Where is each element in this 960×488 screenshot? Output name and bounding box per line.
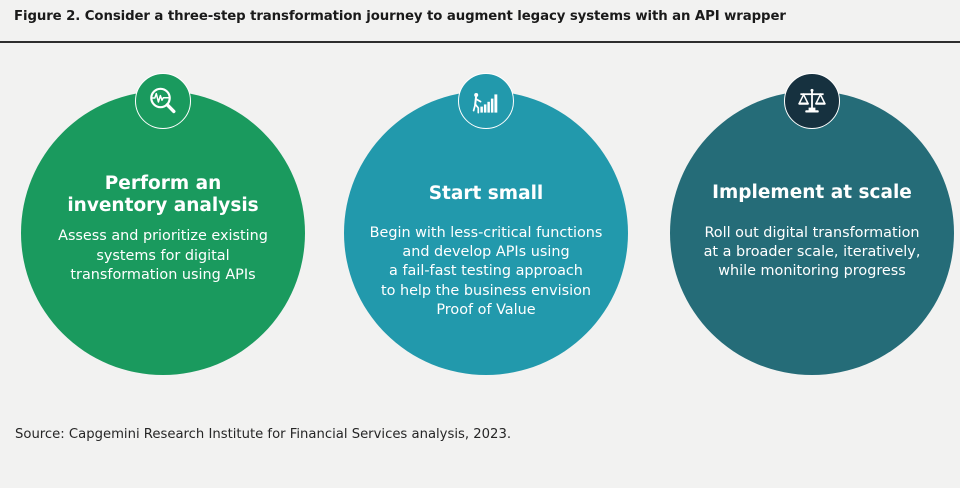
step-heading-3: Implement at scale xyxy=(712,182,912,203)
step-badge-2 xyxy=(458,73,514,129)
step-badge-3 xyxy=(784,73,840,129)
source-note: Source: Capgemini Research Institute for… xyxy=(15,427,512,442)
step-text-2: Start small Begin with less-critical fun… xyxy=(352,91,620,467)
magnifier-pulse-icon xyxy=(146,84,180,118)
step-heading-2: Start small xyxy=(428,183,544,204)
step-circle-3 xyxy=(670,91,954,375)
step-text-1: Perform an inventory analysis Assess and… xyxy=(29,91,297,457)
step-card-3: Implement at scale Roll out digital tran… xyxy=(670,73,954,375)
step-body-1: Assess and prioritize existing systems f… xyxy=(58,228,268,283)
step-circle-2 xyxy=(344,91,628,375)
step-body-2: Begin with less-critical functions and d… xyxy=(369,224,603,318)
step-body-3: Roll out digital transformation at a bro… xyxy=(703,224,921,280)
step-badge-1 xyxy=(135,73,191,129)
step-text-3: Implement at scale Roll out digital tran… xyxy=(678,91,946,466)
step-circle-1 xyxy=(21,91,305,375)
balance-scale-icon xyxy=(795,84,829,118)
person-climbing-bar-chart-icon xyxy=(469,84,503,118)
step-card-2: Start small Begin with less-critical fun… xyxy=(344,73,628,375)
page-title: Figure 2. Consider a three-step transfor… xyxy=(14,9,786,24)
title-divider xyxy=(0,41,960,43)
step-heading-1: Perform an inventory analysis xyxy=(67,173,259,216)
step-card-1: Perform an inventory analysis Assess and… xyxy=(21,73,305,375)
